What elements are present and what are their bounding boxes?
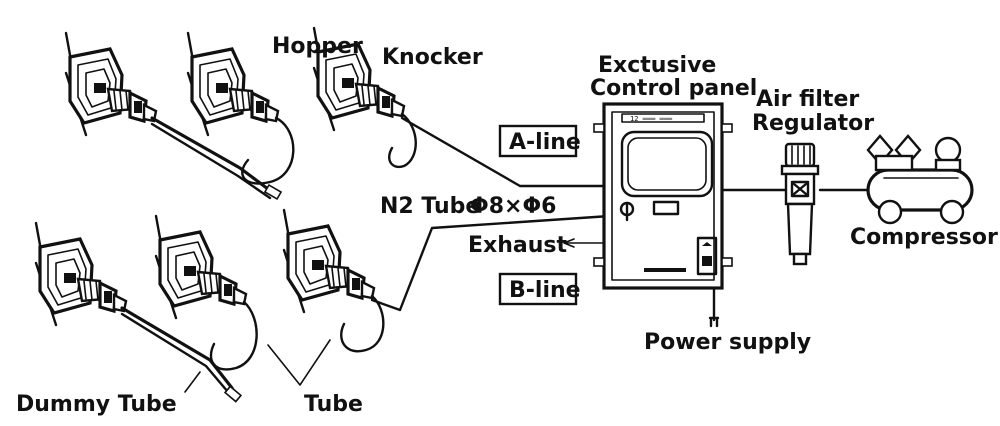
air-filter-label-line2: Regulator [752,111,874,136]
dummy-tube-pointer [184,371,201,393]
bottom-knocker-1 [34,221,243,403]
bottom-knocker-3 [282,208,612,353]
a-line-box: A-line [498,124,581,158]
bottom-knocker-2 [154,214,258,371]
arrow-left-icon [563,238,605,248]
tube-label: Tube [304,392,363,417]
compressor-label: Compressor [850,225,998,250]
knocker-label: Knocker [382,45,483,70]
tube-size-label: Φ8×Φ6 [470,194,556,219]
b-line-label: B-line [509,278,581,303]
a-line-label: A-line [509,130,581,155]
top-knocker-3 [312,26,612,188]
hopper-label: Hopper [272,34,363,59]
dummy-tube-label: Dummy Tube [16,392,177,417]
top-knocker-1 [64,31,283,201]
svg-text:12 ═══ ═══: 12 ═══ ═══ [630,115,673,123]
compressor-icon [866,134,974,225]
control-panel-label-line2: Control panel [590,76,757,101]
power-supply-label: Power supply [644,330,811,355]
air-filter-label-line1: Air filter [756,87,859,112]
control-panel-icon: 12 ═══ ═══ [593,102,733,328]
exhaust-label: Exhaust [468,233,567,258]
filter-regulator-icon [780,142,820,266]
tube-pointer [267,339,331,386]
top-knocker-2 [186,31,295,185]
power-plug-icon [708,316,720,328]
control-panel-label-line1: Exctusive [598,53,716,78]
n2-tube-label: N2 Tube [380,194,480,219]
b-line-box: B-line [498,272,581,306]
